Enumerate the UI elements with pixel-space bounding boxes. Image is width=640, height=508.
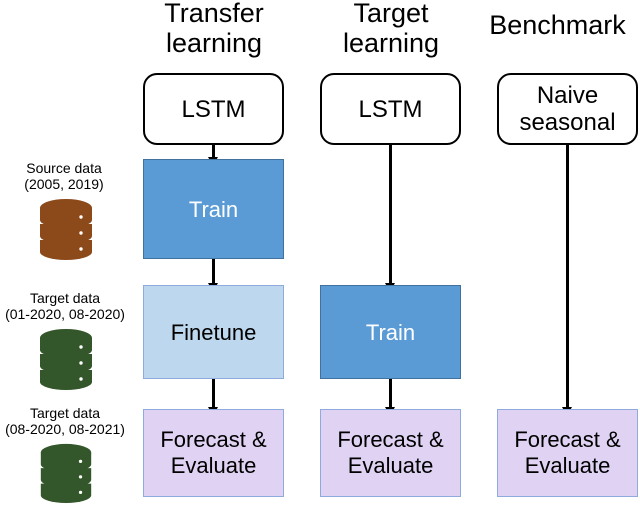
node-forecast-evaluate-target[interactable]: Forecast & Evaluate	[320, 409, 461, 497]
data-source-label-source-data: Source data (2005, 2019)	[24, 160, 104, 192]
node-forecast-evaluate-benchmark[interactable]: Forecast & Evaluate	[497, 409, 638, 497]
node-naive-seasonal-benchmark[interactable]: Naive seasonal	[497, 73, 638, 145]
data-source-label-target-data-train: Target data (01-2020, 08-2020)	[5, 290, 125, 322]
column-header-transfer-learning: Transfer learning	[164, 0, 264, 58]
node-lstm-target[interactable]: LSTM	[320, 73, 461, 145]
column-header-target-learning: Target learning	[342, 0, 440, 58]
data-source-label-target-data-test: Target data (08-2020, 08-2021)	[5, 405, 125, 437]
database-cylinder-icon-source-data	[38, 196, 94, 265]
database-cylinder-icon-target-data-test	[38, 441, 94, 508]
node-forecast-evaluate-transfer[interactable]: Forecast & Evaluate	[143, 409, 284, 497]
node-train-target[interactable]: Train	[320, 285, 461, 379]
column-header-benchmark: Benchmark	[489, 10, 626, 40]
node-finetune-transfer[interactable]: Finetune	[143, 285, 284, 379]
node-train-transfer[interactable]: Train	[143, 159, 284, 259]
node-lstm-transfer[interactable]: LSTM	[143, 73, 284, 145]
database-cylinder-icon-target-data-train	[38, 326, 94, 395]
